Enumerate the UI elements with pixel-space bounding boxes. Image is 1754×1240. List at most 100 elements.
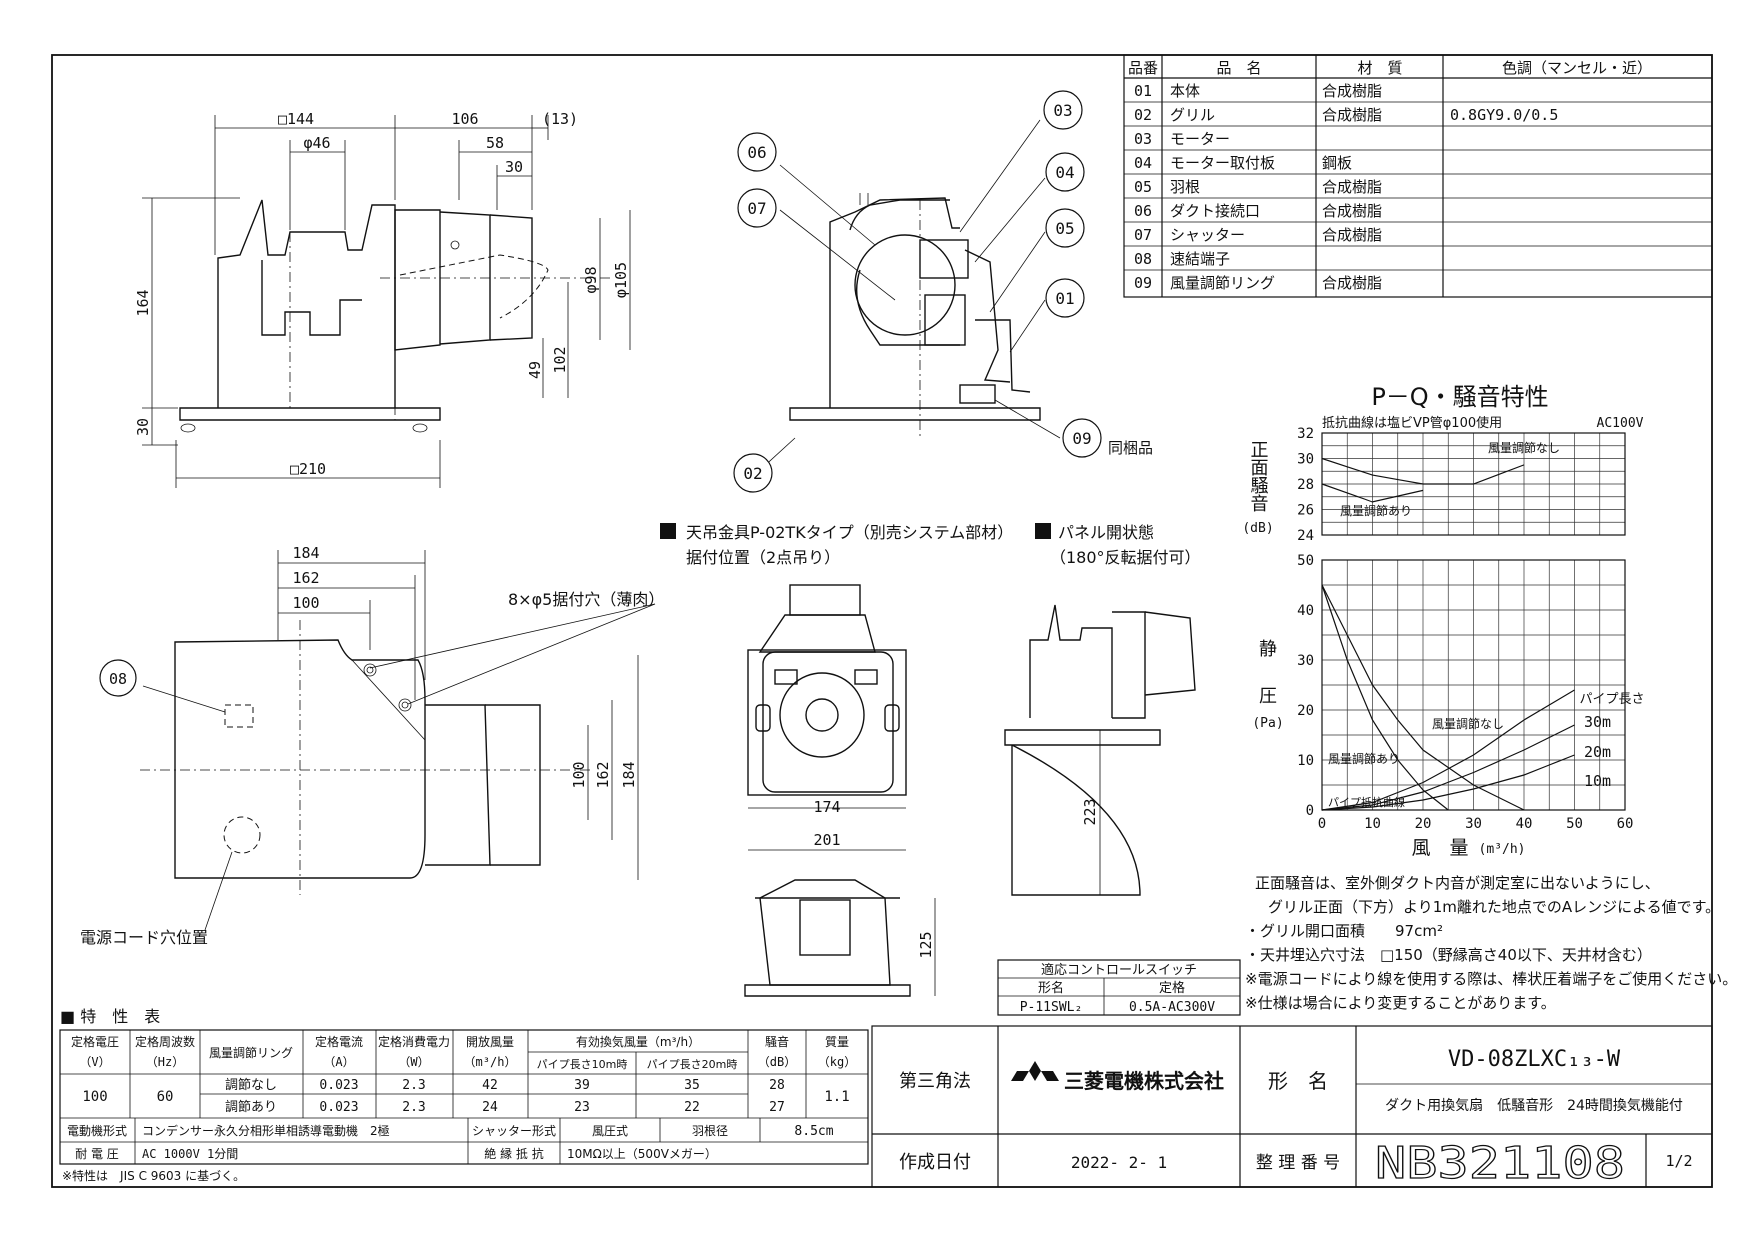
dim-102: 102 xyxy=(551,346,569,373)
pq-ytick: 50 xyxy=(1297,553,1314,569)
note-6: ※仕様は場合により変更することがあります。 xyxy=(1245,994,1556,1012)
callout-02-label: 02 xyxy=(743,464,762,483)
dim-106: 106 xyxy=(451,110,478,128)
noise-ytick: 26 xyxy=(1297,503,1314,519)
h-eff-flow: 有効換気風量（m³/h） xyxy=(576,1034,700,1049)
parts-header-no: 品番 xyxy=(1128,59,1158,77)
parts-cell-no: 01 xyxy=(1134,82,1152,100)
note-3: ・グリル開口面積 97cm² xyxy=(1245,922,1443,940)
pq-xtick: 10 xyxy=(1364,816,1381,832)
x-axis-unit: (m³/h) xyxy=(1479,842,1526,857)
spec-cell-p20: 35 xyxy=(684,1078,700,1093)
noise-series-no-adjust xyxy=(1321,457,1525,485)
projection-label: 第三角法 xyxy=(899,1071,971,1092)
switch-header-rating: 定格 xyxy=(1159,980,1185,996)
spec-cell-ring: 調節なし xyxy=(225,1078,277,1093)
parts-cell-material: 合成樹脂 xyxy=(1322,202,1382,220)
mitsubishi-logo xyxy=(1011,1061,1059,1081)
callout-06 xyxy=(737,132,777,172)
dim-184-top: 184 xyxy=(292,544,319,562)
switch-title: 適応コントロールスイッチ xyxy=(1041,962,1197,978)
parts-cell-no: 09 xyxy=(1134,274,1152,292)
top-view: 184 162 100 100 162 184 08 8×φ5据付穴（薄肉） 電… xyxy=(80,544,664,947)
callout-04-label: 04 xyxy=(1055,163,1074,182)
noise-ytick: 30 xyxy=(1297,452,1314,468)
front-view: □144 φ46 106 (13) 58 30 164 30 φ98 φ105 … xyxy=(134,110,631,488)
withstand-label: 耐 電 圧 xyxy=(75,1147,119,1161)
pq-ytick: 10 xyxy=(1297,753,1314,769)
title-block: 第三角法 三菱電機株式会社 形 名 VD-08ZLXC₁₃-W ダクト用換気扇 … xyxy=(871,1025,1713,1190)
callout-09 xyxy=(1062,418,1102,458)
parts-cell-name: シャッター xyxy=(1170,226,1245,244)
h-pipe20: パイプ長さ20m時 xyxy=(647,1058,738,1071)
dim-174: 174 xyxy=(813,798,840,816)
parts-cell-name: ダクト接続口 xyxy=(1170,202,1260,220)
pq-ytick: 30 xyxy=(1297,653,1314,669)
dim-phi98: φ98 xyxy=(582,266,600,293)
note-1: 正面騒音は、室外側ダクト内音が測定室に出ないようにし、 xyxy=(1255,874,1660,892)
pq-ytick: 0 xyxy=(1306,803,1314,819)
parts-header-name: 品 名 xyxy=(1216,59,1261,77)
pq-series-2 xyxy=(1321,689,1575,811)
parts-cell-no: 07 xyxy=(1134,226,1152,244)
parts-cell-name: モーター取付板 xyxy=(1170,154,1275,172)
parts-cell-name: 速結端子 xyxy=(1170,250,1230,268)
date-value: 2022- 2- 1 xyxy=(1071,1153,1167,1172)
v-voltage: 100 xyxy=(82,1089,107,1105)
bullet-square xyxy=(660,523,676,539)
pq-ytick: 40 xyxy=(1297,603,1314,619)
callout-06-label: 06 xyxy=(747,143,766,162)
callout-01-label: 01 xyxy=(1055,289,1074,308)
dim-125: 125 xyxy=(917,931,935,958)
date-label: 作成日付 xyxy=(899,1152,971,1173)
h-voltage: 定格電圧 xyxy=(71,1034,119,1049)
parts-cell-name: 本体 xyxy=(1170,82,1200,100)
panel-title-1: パネル開状態 xyxy=(1058,523,1154,542)
callout-05 xyxy=(1045,208,1085,248)
pressure-unit: (Pa) xyxy=(1252,716,1283,731)
switch-model: P-11SWL₂ xyxy=(1020,1000,1083,1015)
v-mass: 1.1 xyxy=(824,1089,849,1105)
pq-xtick: 40 xyxy=(1516,816,1533,832)
dim-100-right: 100 xyxy=(570,761,588,788)
insulation-label: 絶 縁 抵 抗 xyxy=(484,1146,543,1161)
power-note: AC100V xyxy=(1597,416,1644,431)
spec-cell-open: 24 xyxy=(482,1100,498,1115)
callout-08-label: 08 xyxy=(109,670,127,688)
motor-label: 電動機形式 xyxy=(67,1123,127,1138)
company-name: 三菱電機株式会社 xyxy=(1064,1069,1224,1093)
noise-unit: (dB) xyxy=(1242,521,1273,536)
h-mass: 質量 xyxy=(825,1034,849,1049)
notes-block: 正面騒音は、室外側ダクト内音が測定室に出ないようにし、 グリル正面（下方）より1… xyxy=(1245,874,1737,1012)
dim-30-base: 30 xyxy=(134,418,152,436)
shutter-value: 風圧式 xyxy=(592,1124,628,1138)
h-current-unit: （A） xyxy=(323,1055,354,1069)
dim-phi46: φ46 xyxy=(303,134,330,152)
noise-axis-label-vertical: 正面騒音 xyxy=(1248,440,1269,512)
dim-201: 201 xyxy=(813,831,840,849)
pq-series-3 xyxy=(1321,724,1575,811)
parts-cell-no: 05 xyxy=(1134,178,1152,196)
pipe-length-title: パイプ長さ xyxy=(1579,692,1644,707)
callout-07-label: 07 xyxy=(747,199,766,218)
parts-cell-material: 合成樹脂 xyxy=(1322,82,1382,100)
noise-label-no-adjust: 風量調節なし xyxy=(1488,440,1560,455)
hanger-title-2: 据付位置（2点吊り） xyxy=(686,548,840,567)
pipe-label-20m: 20m xyxy=(1584,743,1611,761)
noise-label-adjust: 風量調節あり xyxy=(1340,503,1412,518)
parts-cell-no: 02 xyxy=(1134,106,1152,124)
h-open-flow-unit: （m³/h） xyxy=(464,1055,517,1069)
noise-ytick: 28 xyxy=(1297,477,1314,493)
pq-frame xyxy=(1321,559,1626,811)
spec-cell-p20: 22 xyxy=(684,1100,700,1115)
switch-header-model: 形名 xyxy=(1038,980,1064,996)
callout-02 xyxy=(733,453,773,493)
spec-cell-ring: 調節あり xyxy=(225,1100,277,1115)
pq-series-4 xyxy=(1321,754,1575,811)
parts-cell-name: モーター xyxy=(1170,130,1230,148)
parts-cell-material: 合成樹脂 xyxy=(1322,178,1382,196)
dim-164: 164 xyxy=(134,289,152,316)
blade-value: 8.5cm xyxy=(794,1124,833,1139)
